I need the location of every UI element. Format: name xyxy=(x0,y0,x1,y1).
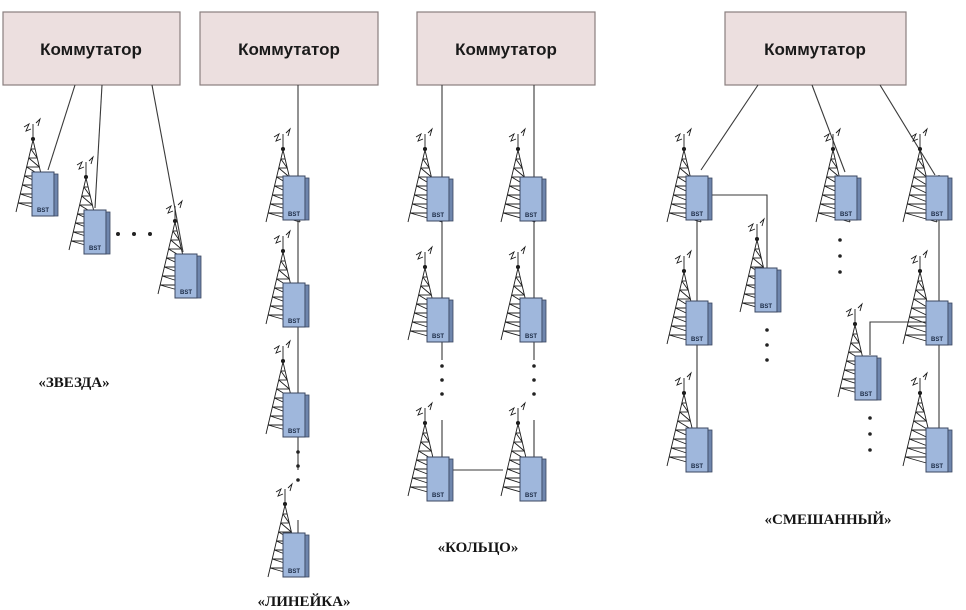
bst-label: BST xyxy=(931,337,943,343)
switch-mixed-label: Коммутатор xyxy=(764,40,866,59)
bst-label: BST xyxy=(691,212,703,218)
bst-cabinet: BST xyxy=(174,253,202,299)
bst-cabinet: BST xyxy=(685,175,713,221)
bst-cabinet: BST xyxy=(426,297,454,343)
base-station: BST xyxy=(666,249,713,346)
bst-label: BST xyxy=(288,569,300,575)
caption-line: «ЛИНЕЙКА» xyxy=(258,593,351,610)
bst-label: BST xyxy=(37,208,49,214)
connections xyxy=(47,84,940,535)
bst-cabinet: BST xyxy=(925,427,953,473)
bst-cabinet: BST xyxy=(685,427,713,473)
base-station: BST xyxy=(815,127,862,223)
bst-cabinet: BST xyxy=(282,282,310,328)
bst-cabinet: BST xyxy=(925,175,953,221)
base-station: BST xyxy=(666,127,713,223)
base-station: BST xyxy=(902,127,953,223)
bst-label: BST xyxy=(691,337,703,343)
bst-cabinet: BST xyxy=(519,297,547,343)
base-station: BST xyxy=(267,482,310,578)
switch-ring: Коммутатор xyxy=(416,11,596,86)
switch-star: Коммутатор xyxy=(2,11,181,86)
switch-mixed: Коммутатор xyxy=(724,11,907,86)
base-station: BST xyxy=(15,117,59,217)
bst-label: BST xyxy=(931,212,943,218)
bst-cabinet: BST xyxy=(426,456,454,502)
bst-cabinet: BST xyxy=(282,532,310,578)
base-station: BST xyxy=(666,371,713,473)
base-station: BST xyxy=(265,339,310,438)
bst-label: BST xyxy=(288,429,300,435)
bst-cabinet: BST xyxy=(854,355,882,401)
bst-cabinet: BST xyxy=(519,176,547,222)
switch-star-label: Коммутатор xyxy=(40,40,142,59)
bst-label: BST xyxy=(288,212,300,218)
caption-star: «ЗВЕЗДА» xyxy=(38,375,109,391)
bts-tower-icon xyxy=(407,401,443,497)
bst-label: BST xyxy=(180,290,192,296)
base-station: BST xyxy=(157,199,202,299)
bst-label: BST xyxy=(288,319,300,325)
switch-line: Коммутатор xyxy=(199,11,379,86)
bst-cabinet: BST xyxy=(754,267,782,313)
base-station: BST xyxy=(407,245,454,343)
base-station: BST xyxy=(407,127,454,223)
base-station: BST xyxy=(739,217,782,313)
caption-mixed: «СМЕШАННЫЙ» xyxy=(764,511,891,528)
bst-label: BST xyxy=(525,334,537,340)
bst-cabinet: BST xyxy=(426,176,454,222)
bst-cabinet: BST xyxy=(83,209,111,255)
bst-cabinet: BST xyxy=(31,171,59,217)
bst-cabinet: BST xyxy=(282,392,310,438)
bst-label: BST xyxy=(760,304,772,310)
base-station: BST xyxy=(407,401,454,502)
base-station: BST xyxy=(837,302,882,401)
bst-label: BST xyxy=(860,392,872,398)
base-station: BST xyxy=(500,245,547,343)
switch-line-label: Коммутатор xyxy=(238,40,340,59)
base-station: BST xyxy=(500,401,547,502)
base-station: BST xyxy=(265,127,310,223)
bst-label: BST xyxy=(525,493,537,499)
base-station: BST xyxy=(500,127,547,223)
bst-cabinet: BST xyxy=(282,175,310,221)
switch-ring-label: Коммутатор xyxy=(455,40,557,59)
base-stations: BST BST BST BST BST BST BST BST BST BST BST BST BST B… xyxy=(15,117,953,578)
bst-cabinet: BST xyxy=(519,456,547,502)
caption-ring: «КОЛЬЦО» xyxy=(438,540,519,556)
bst-label: BST xyxy=(432,213,444,219)
bst-cabinet: BST xyxy=(685,300,713,346)
bst-label: BST xyxy=(691,464,703,470)
bst-label: BST xyxy=(840,212,852,218)
continuation-dots xyxy=(116,232,872,482)
bst-label: BST xyxy=(432,493,444,499)
base-station: BST xyxy=(265,229,310,328)
base-station: BST xyxy=(902,371,953,473)
bst-cabinet: BST xyxy=(925,300,953,346)
base-station: BST xyxy=(68,155,111,255)
bst-label: BST xyxy=(432,334,444,340)
bst-label: BST xyxy=(931,464,943,470)
base-station: BST xyxy=(902,249,953,346)
bst-cabinet: BST xyxy=(834,175,862,221)
bst-label: BST xyxy=(89,246,101,252)
bst-label: BST xyxy=(525,213,537,219)
